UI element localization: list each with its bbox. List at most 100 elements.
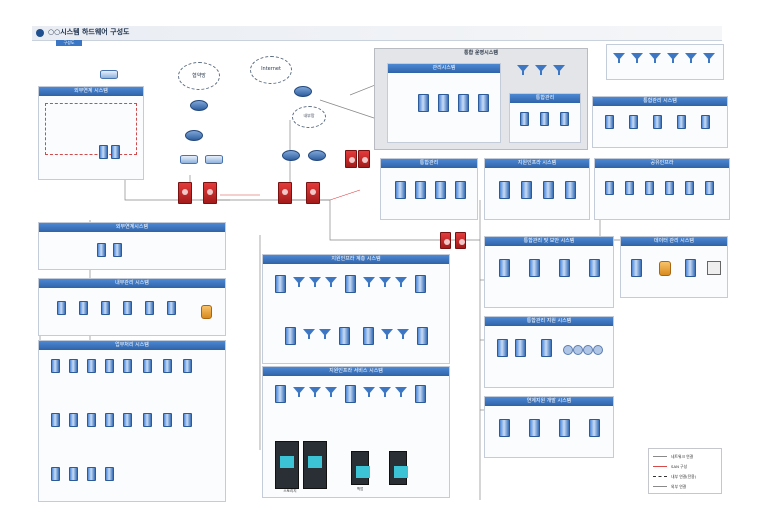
server — [183, 413, 192, 427]
server — [645, 181, 654, 195]
server — [275, 275, 286, 293]
server — [653, 115, 662, 129]
server — [275, 385, 286, 403]
funnel-icon — [395, 277, 407, 287]
server — [455, 181, 466, 199]
server — [685, 181, 694, 195]
firewall-6 — [358, 150, 370, 168]
legend-item-label: SAN 구성 — [671, 464, 688, 469]
funnel-icon — [397, 329, 409, 339]
firewall-3 — [278, 182, 292, 204]
server — [515, 339, 526, 357]
server — [499, 419, 510, 437]
funnel-icon — [703, 53, 715, 63]
panel-shared-infra: 공유인프라 — [594, 158, 730, 220]
subpanel-ops-a-header: 관리시스템 — [388, 64, 500, 73]
funnel-icon — [363, 277, 375, 287]
server — [499, 259, 510, 277]
cloud-partner: 협약망 — [178, 62, 220, 90]
router-internet — [294, 86, 312, 97]
funnel-icon — [309, 387, 321, 397]
funnel-icon — [649, 53, 661, 63]
firewall-1 — [178, 182, 192, 204]
panel-integrated-mgmt: 통합관리 시스템 — [592, 96, 728, 148]
panel-right-c: 통합관리 지원 시스템 — [484, 316, 614, 388]
panel-right-c-header: 통합관리 지원 시스템 — [485, 317, 613, 326]
firewall-2 — [203, 182, 217, 204]
subpanel-ops-b-header: 통합관리 — [510, 94, 580, 103]
panel-right-b: 데이터 관리 시스템 — [620, 236, 728, 298]
server — [701, 115, 710, 129]
server — [123, 301, 132, 315]
server — [87, 467, 96, 481]
server — [167, 301, 176, 315]
panel-right-a: 통합관리 및 보안 시스템 — [484, 236, 614, 308]
firewall-8 — [455, 232, 466, 249]
server — [183, 359, 192, 373]
panel-right-a-header: 통합관리 및 보안 시스템 — [485, 237, 613, 246]
funnel-icon — [379, 387, 391, 397]
panel-left-a: 외부연계시스템 — [38, 222, 226, 270]
firewall-4 — [306, 182, 320, 204]
funnel-icon — [379, 277, 391, 287]
server — [345, 275, 356, 293]
server — [99, 145, 108, 159]
switch-a — [180, 155, 198, 164]
switch-b — [205, 155, 223, 164]
server — [51, 467, 60, 481]
server — [69, 413, 78, 427]
subpanel-ops-a: 관리시스템 — [387, 63, 501, 143]
panel-center-big-header: 지원인프라 계층 시스템 — [263, 255, 449, 264]
cloud-internal-label: 내부망 — [303, 113, 315, 118]
funnel-icon — [631, 53, 643, 63]
funnel-icon — [303, 329, 315, 339]
panel-left-b-header: 내부관리 시스템 — [39, 279, 225, 288]
subpanel-ops-b: 통합관리 — [509, 93, 581, 143]
cloud-internet: Internet — [250, 56, 292, 84]
cloud-internal: 내부망 — [292, 106, 326, 128]
panel-left-c-header: 업무처리 시스템 — [39, 341, 225, 350]
legend-item-label: 네트워크 연결 — [671, 454, 694, 459]
database-icon — [201, 305, 212, 319]
panel-external-link-header: 외부연계 시스템 — [39, 87, 143, 96]
server — [520, 112, 529, 126]
server — [163, 359, 172, 373]
legend-item: 네트워크 연결 — [653, 453, 719, 461]
server — [101, 301, 110, 315]
panel-support-infra: 지원인프라 시스템 — [484, 158, 590, 220]
funnel-icon — [319, 329, 331, 339]
server — [87, 359, 96, 373]
funnel-icon — [685, 53, 697, 63]
legend-item: 내부 연결(전용) — [653, 473, 719, 481]
cloud-internet-label: Internet — [261, 66, 281, 72]
server — [631, 259, 642, 277]
cloud-partner-label: 협약망 — [192, 73, 206, 79]
legend-item: SAN 구성 — [653, 463, 719, 471]
panel-mgmt: 통합관리 — [380, 158, 478, 220]
server — [540, 112, 549, 126]
panel-right-b-header: 데이터 관리 시스템 — [621, 237, 727, 246]
server — [605, 181, 614, 195]
panel-right-d: 연계지원 개발 시스템 — [484, 396, 614, 458]
panel-external-link: 외부연계 시스템 — [38, 86, 144, 180]
storage-rack — [303, 441, 327, 489]
funnel-icon — [381, 329, 393, 339]
server — [529, 419, 540, 437]
server — [685, 259, 696, 277]
server — [79, 301, 88, 315]
server — [105, 359, 114, 373]
server — [415, 275, 426, 293]
server — [51, 413, 60, 427]
subtab: 구성도 — [56, 40, 82, 46]
server — [363, 327, 374, 345]
funnel-icon — [325, 387, 337, 397]
server — [113, 243, 122, 257]
server — [565, 181, 576, 199]
server — [605, 115, 614, 129]
disk-array-icon — [563, 345, 603, 355]
router-c — [308, 150, 326, 161]
server — [418, 94, 429, 112]
legend-item-label: 내부 연결(전용) — [671, 474, 697, 479]
panel-center-low-header: 지원인프라 서비스 시스템 — [263, 367, 449, 376]
panel-mgmt-header: 통합관리 — [381, 159, 477, 168]
